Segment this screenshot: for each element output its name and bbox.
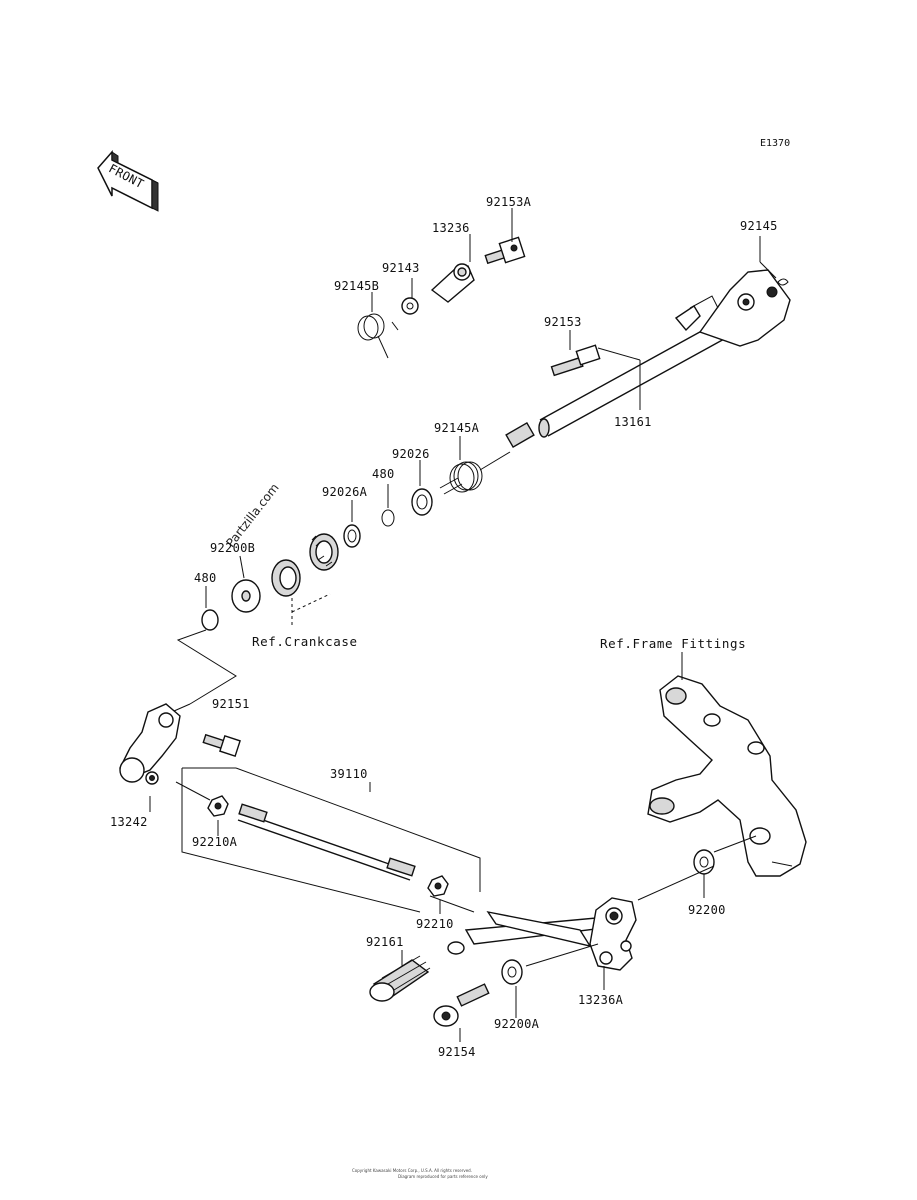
rubber-92161-part bbox=[369, 955, 431, 1002]
label-92026A: 92026A bbox=[322, 485, 368, 499]
collar-92143-hole bbox=[406, 302, 414, 310]
frame-fitting-part bbox=[647, 675, 807, 877]
bolt-92154-part bbox=[433, 983, 490, 1027]
label-92200B: 92200B bbox=[210, 541, 255, 555]
diagram-code: E1370 bbox=[760, 138, 790, 149]
label-13236: 13236 bbox=[432, 221, 470, 235]
leader-lines-upper bbox=[157, 208, 777, 719]
nut-92210A-part bbox=[207, 795, 229, 817]
lever-13242-part bbox=[119, 703, 181, 785]
label-480-lower: 480 bbox=[194, 571, 217, 585]
leader-lines-lower bbox=[149, 652, 757, 1042]
washer-92200A-hole bbox=[507, 966, 517, 978]
label-13242: 13242 bbox=[110, 815, 148, 829]
label-13161: 13161 bbox=[614, 415, 652, 429]
label-ref-frame-fittings: Ref.Frame Fittings bbox=[600, 636, 746, 651]
label-92026: 92026 bbox=[392, 447, 430, 461]
bolt-92153A-part bbox=[484, 236, 526, 265]
label-13236A: 13236A bbox=[578, 993, 624, 1007]
label-39110: 39110 bbox=[330, 767, 368, 781]
washer-92026-part bbox=[411, 488, 433, 516]
washer-92026A-part bbox=[343, 524, 361, 548]
collar-92143-part bbox=[401, 297, 419, 315]
label-480-upper: 480 bbox=[372, 467, 395, 481]
spring-92145B-part bbox=[357, 313, 399, 359]
watermark-text: Partzilla.com bbox=[223, 481, 281, 550]
label-92151: 92151 bbox=[212, 697, 250, 711]
label-92145: 92145 bbox=[740, 219, 778, 233]
label-92210: 92210 bbox=[416, 917, 454, 931]
shaft-bracket-part bbox=[674, 269, 791, 347]
label-92200A: 92200A bbox=[494, 1017, 540, 1031]
shift-pedal-13236A-part bbox=[447, 897, 637, 971]
footer-line-2: Diagram reproduced for parts reference o… bbox=[398, 1174, 488, 1179]
part-labels: 92153A 13236 92143 92145B 92145 92153 13… bbox=[110, 195, 778, 1059]
bolt-92153-part bbox=[550, 344, 601, 377]
label-92154: 92154 bbox=[438, 1045, 476, 1059]
label-ref-crankcase: Ref.Crankcase bbox=[252, 634, 358, 649]
washer-92026-hole bbox=[416, 494, 428, 510]
front-arrow-icon: FRONT bbox=[97, 150, 159, 212]
label-92200: 92200 bbox=[688, 903, 726, 917]
spring-92145A-part bbox=[439, 461, 483, 495]
lever-13236-part bbox=[430, 263, 475, 303]
washer-92200A-part bbox=[501, 959, 523, 985]
oil-seal-part bbox=[271, 559, 301, 597]
footer-line-1: Copyright Kawasaki Motors Corp., U.S.A. … bbox=[352, 1168, 472, 1173]
label-92153A: 92153A bbox=[486, 195, 532, 209]
nut-92210-part bbox=[427, 875, 449, 897]
tie-rod-39110-part bbox=[237, 803, 416, 881]
circlip-480-lower-part bbox=[201, 609, 219, 631]
label-92143: 92143 bbox=[382, 261, 420, 275]
needle-bearing-part bbox=[309, 533, 339, 571]
washer-92200-hole bbox=[699, 856, 709, 868]
circlip-480-upper-part bbox=[381, 509, 395, 527]
label-92161: 92161 bbox=[366, 935, 404, 949]
label-92153: 92153 bbox=[544, 315, 582, 329]
bolt-92151-part bbox=[202, 733, 241, 757]
washer-92200B-hole bbox=[241, 590, 251, 602]
spring-92145-part bbox=[777, 278, 789, 286]
label-92210A: 92210A bbox=[192, 835, 238, 849]
washer-92026A-hole bbox=[347, 529, 357, 543]
label-92145A: 92145A bbox=[434, 421, 480, 435]
label-92145B: 92145B bbox=[334, 279, 379, 293]
